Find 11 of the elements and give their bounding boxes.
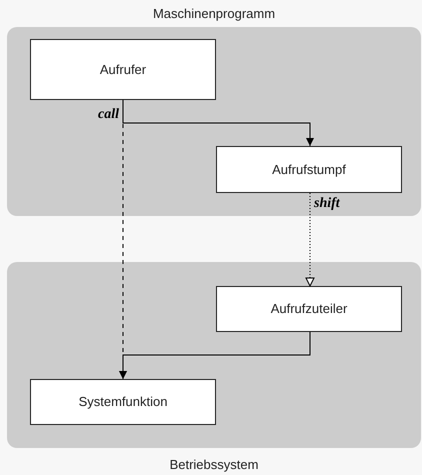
edge-label: shift xyxy=(314,197,340,211)
process-box: Aufrufzuteiler xyxy=(216,286,402,332)
process-box: Aufrufstumpf xyxy=(216,146,402,193)
process-box: Aufrufer xyxy=(30,39,216,100)
arrow xyxy=(119,332,310,380)
panel-title: Betriebssystem xyxy=(170,456,258,474)
process-box: Systemfunktion xyxy=(30,379,216,425)
arrow xyxy=(306,192,314,286)
arrow xyxy=(122,100,314,146)
panel-title: Maschinenprogramm xyxy=(152,5,276,23)
edge-label: call xyxy=(98,108,119,122)
